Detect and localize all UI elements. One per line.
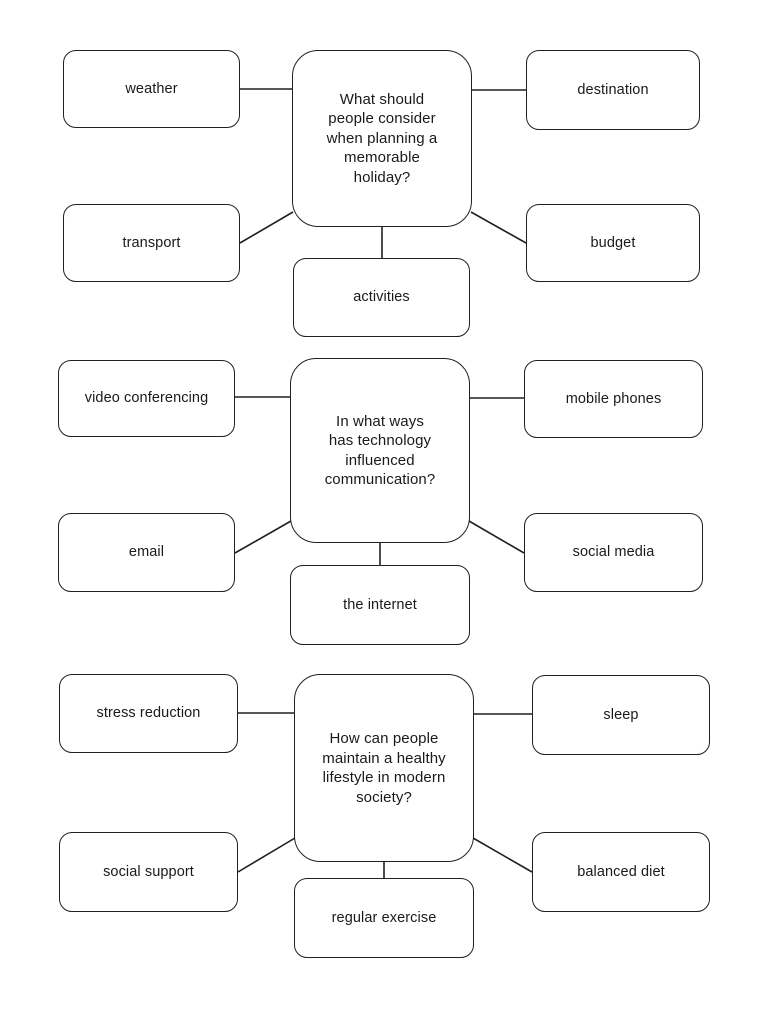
connector-group-technology-email <box>234 520 292 554</box>
central-node-label: What should people consider when plannin… <box>326 90 438 186</box>
branch-node-label: sleep <box>603 706 639 723</box>
central-node-label: In what ways has technology influenced c… <box>324 412 436 489</box>
branch-node-label: social support <box>103 863 194 880</box>
branch-node-destination[interactable]: destination <box>526 50 700 130</box>
branch-node-regular-exercise[interactable]: regular exercise <box>294 878 474 958</box>
branch-node-budget[interactable]: budget <box>526 204 700 282</box>
central-node-label: How can people maintain a healthy lifest… <box>322 730 446 806</box>
branch-node-label: the internet <box>343 596 417 613</box>
branch-node-video-conferencing[interactable]: video conferencing <box>58 360 235 437</box>
branch-node-label: weather <box>125 80 178 97</box>
connector-group-healthy-lifestyle-social-support <box>237 837 296 873</box>
branch-node-social-media[interactable]: social media <box>524 513 703 592</box>
branch-node-stress-reduction[interactable]: stress reduction <box>59 674 238 753</box>
branch-node-email[interactable]: email <box>58 513 235 592</box>
branch-node-weather[interactable]: weather <box>63 50 240 128</box>
branch-node-social-support[interactable]: social support <box>59 832 238 912</box>
branch-node-label: budget <box>590 234 636 251</box>
branch-node-label: video conferencing <box>84 390 209 407</box>
branch-node-label: social media <box>572 544 655 561</box>
branch-node-transport[interactable]: transport <box>63 204 240 282</box>
connector-group-healthy-lifestyle-balanced-diet <box>472 837 533 873</box>
connector-group-technology-social-media <box>468 520 525 554</box>
branch-node-label: transport <box>122 234 181 251</box>
branch-node-label: activities <box>353 289 410 306</box>
branch-node-label: stress reduction <box>96 705 201 722</box>
branch-node-activities[interactable]: activities <box>293 258 470 337</box>
branch-node-balanced-diet[interactable]: balanced diet <box>532 832 710 912</box>
branch-node-label: destination <box>577 81 649 98</box>
branch-node-label: balanced diet <box>577 863 665 880</box>
branch-node-mobile-phones[interactable]: mobile phones <box>524 360 703 438</box>
branch-node-label: regular exercise <box>331 909 437 926</box>
connector-group-holiday-budget <box>470 211 527 244</box>
central-node-group-holiday[interactable]: What should people consider when plannin… <box>292 50 472 227</box>
branch-node-label: mobile phones <box>565 390 662 407</box>
connector-group-holiday-transport <box>239 211 294 244</box>
branch-node-the-internet[interactable]: the internet <box>290 565 470 645</box>
branch-node-label: email <box>128 544 165 561</box>
central-node-group-technology[interactable]: In what ways has technology influenced c… <box>290 358 470 543</box>
central-node-group-healthy-lifestyle[interactable]: How can people maintain a healthy lifest… <box>294 674 474 862</box>
branch-node-sleep[interactable]: sleep <box>532 675 710 755</box>
